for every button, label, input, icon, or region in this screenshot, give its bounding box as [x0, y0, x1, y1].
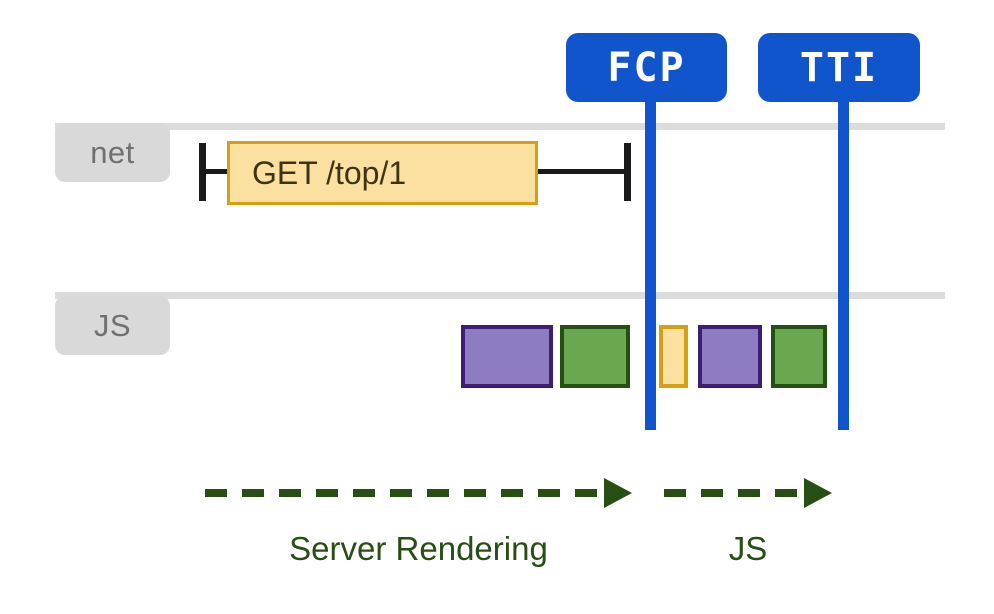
lane-label-net: net: [55, 123, 170, 182]
tti-marker-line: [838, 96, 849, 430]
js-phase-label: JS: [728, 530, 768, 567]
js-task-block-5: [771, 325, 827, 388]
fcp-marker-badge[interactable]: FCP: [566, 33, 727, 102]
server-rendering-phase-arrow: [205, 478, 632, 508]
tti-marker-badge[interactable]: TTI: [758, 33, 920, 102]
network-request-block: GET /top/1: [227, 141, 538, 205]
js-track-line: [55, 292, 945, 299]
lane-label-net-text: net: [90, 134, 135, 170]
js-phase-arrow: [664, 478, 832, 508]
network-request-end-cap: [624, 143, 631, 201]
js-arrow-head: [804, 478, 832, 508]
server-rendering-phase-label: Server Rendering: [289, 530, 548, 567]
server-rendering-arrow-head: [604, 478, 632, 508]
network-request-start-cap: [199, 143, 206, 201]
tti-marker-label: TTI: [799, 44, 879, 91]
lane-label-js: JS: [55, 296, 170, 355]
net-track-line: [55, 123, 945, 130]
lane-label-js-text: JS: [93, 307, 132, 343]
js-task-block-2: [560, 325, 630, 388]
js-task-block-1: [461, 325, 553, 388]
js-arrow-dashes: [664, 489, 804, 497]
js-task-block-3: [659, 325, 688, 388]
server-rendering-arrow-dashes: [205, 489, 604, 497]
fcp-marker-label: FCP: [607, 44, 686, 91]
network-request-label: GET /top/1: [252, 154, 407, 191]
js-task-block-4: [698, 325, 762, 388]
fcp-marker-line: [645, 96, 656, 430]
